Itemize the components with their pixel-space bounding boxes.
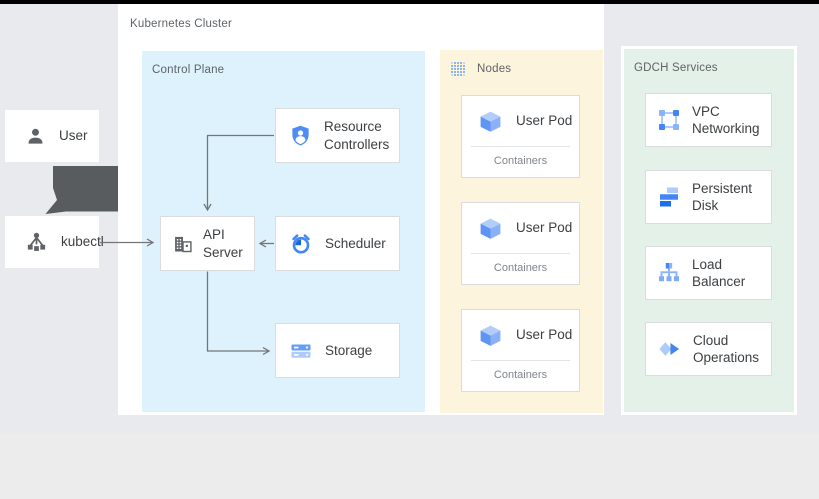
user-pod-card: User Pod Containers [461, 95, 580, 178]
cloud-operations-label: Cloud Operations [693, 332, 760, 365]
persistent-disk-label: Persistent Disk [692, 180, 753, 213]
dot-grid-icon [450, 61, 466, 77]
gdch-services-zone: GDCH Services VPC Networking [621, 46, 797, 415]
storage-label: Storage [325, 342, 373, 358]
building-icon [173, 234, 193, 254]
user-pod-card: User Pod Containers [461, 202, 580, 285]
scheduler-card: Scheduler [275, 216, 400, 271]
scheduler-label: Scheduler [325, 235, 386, 251]
load-balancer-icon [657, 261, 681, 285]
nodes-header: Nodes [450, 61, 511, 77]
storage-stack-icon [289, 339, 313, 363]
nodes-zone: Nodes User Pod Containers [440, 50, 603, 413]
kubectl-card: kubectl [5, 216, 104, 268]
storage-card: Storage [275, 323, 400, 378]
top-black-strip [0, 0, 819, 4]
containers-label: Containers [493, 262, 548, 274]
kubectl-label: kubectl [61, 234, 104, 250]
containers-label: Containers [493, 369, 548, 381]
control-plane-label: Control Plane [152, 64, 225, 76]
divider [471, 253, 570, 254]
vpc-networking-card: VPC Networking [645, 93, 772, 147]
user-pod-label: User Pod [516, 113, 573, 129]
vpc-network-icon [657, 108, 681, 132]
persistent-disk-card: Persistent Disk [645, 170, 772, 224]
shield-person-icon [289, 123, 312, 148]
divider [471, 360, 570, 361]
cloud-operations-card: Cloud Operations [645, 322, 772, 376]
user-card: User [5, 110, 99, 162]
resource-controllers-label: Resource Controllers [324, 119, 390, 152]
api-server-card: API Server [160, 216, 255, 271]
cube-icon [478, 323, 503, 348]
hub-icon [25, 231, 48, 254]
footer-gray-band [0, 433, 819, 499]
user-pod-label: User Pod [516, 220, 573, 236]
cube-icon [478, 216, 503, 241]
nodes-label: Nodes [477, 63, 512, 75]
containers-label: Containers [493, 155, 548, 167]
user-pod-card: User Pod Containers [461, 309, 580, 392]
persistent-disk-icon [657, 185, 681, 209]
person-icon [25, 126, 46, 147]
divider [471, 146, 570, 147]
cube-icon [478, 109, 503, 134]
user-label: User [59, 128, 88, 144]
user-pod-label: User Pod [516, 327, 573, 343]
api-server-label: API Server [203, 227, 243, 260]
kubernetes-cluster-label: Kubernetes Cluster [130, 18, 233, 30]
clock-icon [289, 232, 313, 256]
resource-controllers-card: Resource Controllers [275, 108, 400, 163]
arrow-user-to-kubectl [45, 166, 118, 214]
vpc-networking-label: VPC Networking [692, 103, 760, 136]
cloud-operations-icon [657, 338, 682, 360]
load-balancer-card: Load Balancer [645, 246, 772, 300]
load-balancer-label: Load Balancer [692, 256, 746, 289]
gdch-services-label: GDCH Services [634, 62, 718, 74]
